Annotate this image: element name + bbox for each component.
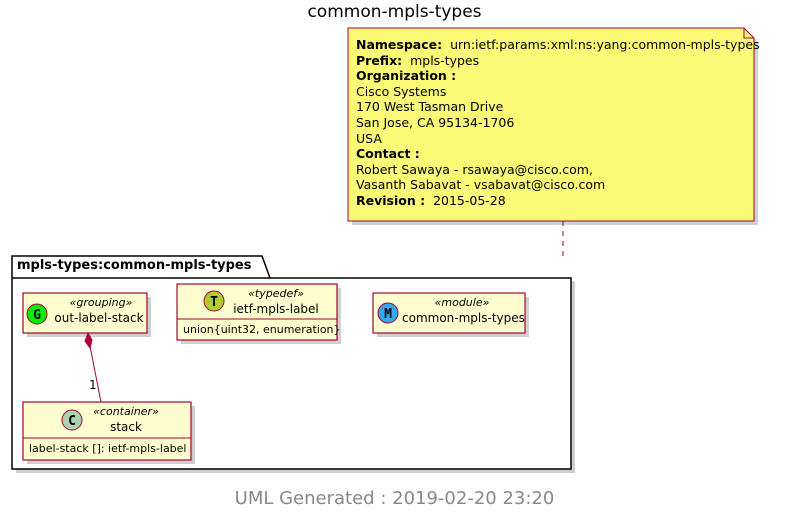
- org-line-1: Cisco Systems: [356, 83, 447, 99]
- org-line-3: San Jose, CA 95134-1706: [356, 114, 515, 130]
- note-text: Namespace: urn:ietf:params:xml:ns:yang:c…: [356, 37, 760, 209]
- namespace-value: urn:ietf:params:xml:ns:yang:common-mpls-…: [450, 37, 760, 52]
- typedef-name: ietf-mpls-label: [233, 302, 319, 316]
- revision-value: 2015-05-28: [433, 192, 506, 208]
- module-icon-letter: M: [384, 307, 392, 322]
- prefix-value: mpls-types: [410, 52, 480, 68]
- container-stereotype: «container»: [93, 405, 159, 418]
- module-stereotype: «module»: [434, 296, 490, 309]
- typedef-icon-letter: T: [210, 295, 218, 310]
- namespace-label: Namespace:: [356, 37, 443, 52]
- container-attribute: label-stack []: ietf-mpls-label: [29, 442, 187, 455]
- contact-line-1: Robert Sawaya - rsawaya@cisco.com,: [356, 161, 593, 177]
- org-line-2: 170 West Tasman Drive: [356, 99, 504, 115]
- typedef-icon: [203, 290, 225, 312]
- grouping-icon-letter: G: [33, 308, 41, 323]
- grouping-stereotype: «grouping»: [69, 296, 133, 309]
- prefix-label: Prefix:: [356, 52, 403, 68]
- revision-label: Revision :: [356, 192, 426, 208]
- multiplicity-label: 1: [89, 378, 97, 392]
- note-box: [347, 27, 755, 222]
- org-line-4: USA: [356, 130, 382, 146]
- contact-line-2: Vasanth Sabavat - vsabavat@cisco.com: [356, 177, 606, 193]
- module-name: common-mpls-types: [402, 311, 525, 325]
- note-fold: [743, 28, 754, 39]
- composition-diamond: [84, 331, 93, 350]
- container-name: stack: [110, 420, 142, 434]
- package-name: mpls-types:common-mpls-types: [17, 258, 252, 273]
- organization-label: Organization :: [356, 68, 457, 84]
- grouping-icon: [26, 303, 48, 325]
- container-class-box[interactable]: [22, 401, 192, 461]
- grouping-name: out-label-stack: [54, 311, 144, 325]
- footer-timestamp: UML Generated : 2019-02-20 23:20: [234, 488, 555, 509]
- diagram-title: common-mpls-types: [307, 2, 482, 22]
- contact-label: Contact :: [356, 146, 420, 162]
- composition-line: [88, 340, 102, 403]
- typedef-class-box[interactable]: [176, 283, 338, 341]
- typedef-stereotype: «typedef»: [248, 287, 304, 300]
- container-icon-letter: C: [68, 414, 76, 429]
- container-icon: [61, 409, 83, 431]
- grouping-class-box[interactable]: [22, 292, 148, 334]
- module-icon: [377, 302, 399, 324]
- typedef-attribute: union{uint32, enumeration}: [183, 323, 341, 336]
